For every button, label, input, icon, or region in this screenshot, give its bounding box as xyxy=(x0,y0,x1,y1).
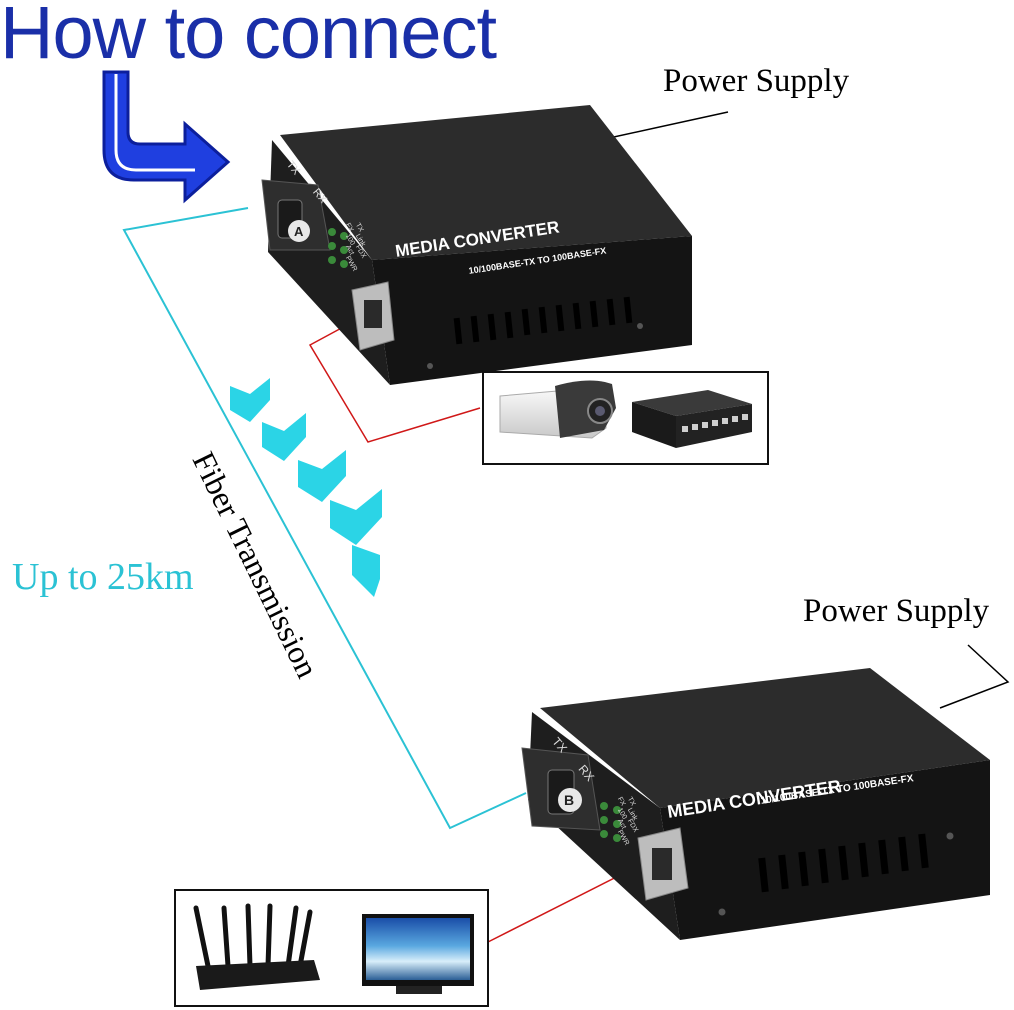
chevron-icon xyxy=(262,413,306,461)
monitor-icon xyxy=(362,914,474,994)
page-title: How to connect xyxy=(0,0,497,74)
power-supply-label-bottom: Power Supply xyxy=(803,593,990,629)
vents-b xyxy=(758,833,929,893)
distance-label: Up to 25km xyxy=(12,556,194,598)
chevron-icon xyxy=(330,489,382,545)
bent-arrow-icon xyxy=(102,70,231,204)
status-leds-b xyxy=(600,802,621,842)
cctv-camera-icon xyxy=(499,380,616,439)
converter-a-port-letter: A xyxy=(294,224,304,239)
status-leds-a xyxy=(328,228,348,268)
router-icon xyxy=(193,903,320,990)
chevron-icon xyxy=(352,545,380,597)
chevron-icon xyxy=(230,378,270,422)
media-converter-a xyxy=(261,105,692,385)
media-converter-b xyxy=(521,668,990,940)
vents-a xyxy=(453,296,633,345)
network-switch-icon xyxy=(632,390,752,448)
port-a-badge xyxy=(288,220,310,242)
chevron-icon xyxy=(298,450,346,502)
converter-b-port-letter: B xyxy=(564,792,575,808)
port-b-badge xyxy=(558,788,582,812)
power-leader-bottom xyxy=(939,644,1010,709)
fiber-chevrons xyxy=(230,378,382,597)
device-link-top xyxy=(308,317,481,443)
fiber-line xyxy=(122,207,527,830)
power-supply-label-top: Power Supply xyxy=(663,63,850,99)
power-leader-top xyxy=(599,111,729,141)
